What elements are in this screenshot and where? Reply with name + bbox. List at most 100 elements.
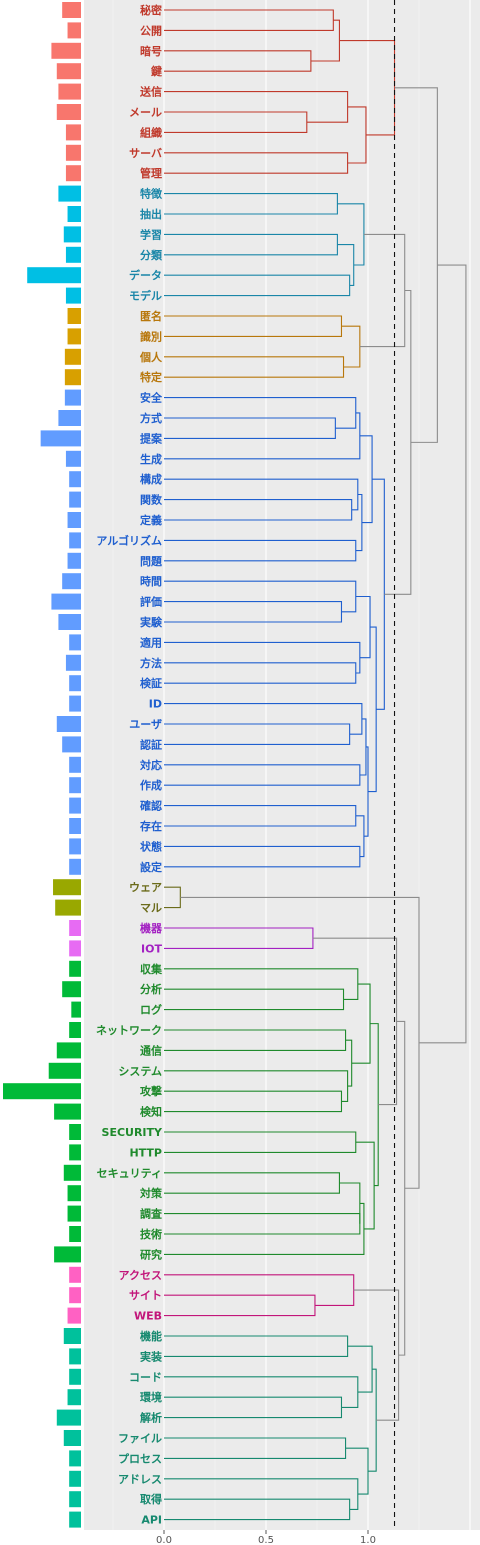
leaf-label: 解析	[140, 1411, 162, 1425]
dendrogram-links	[164, 9, 467, 1521]
leaf-label: ウェア	[129, 881, 162, 894]
frequency-bar	[67, 1205, 81, 1222]
leaf-labels: 秘密公開暗号鍵送信メール組織サーバ管理特徴抽出学習分類データモデル匿名識別個人特…	[96, 3, 163, 1527]
frequency-bar	[69, 940, 81, 957]
leaf-label: 特徴	[140, 187, 163, 201]
leaf-label: 管理	[140, 166, 162, 180]
leaf-label: モデル	[129, 289, 162, 303]
leaf-label: コード	[129, 1371, 162, 1384]
leaf-label: IOT	[141, 942, 162, 955]
frequency-bar	[69, 960, 81, 977]
leaf-label: 環境	[140, 1390, 162, 1404]
leaf-label: 状態	[140, 839, 162, 853]
frequency-bar	[69, 1348, 81, 1365]
frequency-bar	[69, 777, 81, 794]
frequency-bar	[69, 818, 81, 834]
leaf-label: 提案	[140, 431, 163, 445]
frequency-bar	[65, 654, 81, 671]
leaf-label: 確認	[140, 799, 162, 813]
frequency-bar	[69, 634, 81, 651]
leaf-label: 匿名	[140, 309, 162, 323]
leaf-label: 対策	[139, 1186, 163, 1200]
frequency-bar	[56, 104, 81, 120]
leaf-label: WEB	[134, 1310, 162, 1323]
leaf-label: 存在	[140, 819, 162, 833]
frequency-bar	[69, 1266, 81, 1283]
leaf-label: 生成	[140, 452, 162, 466]
leaf-label: ログ	[140, 1003, 162, 1017]
leaf-label: 設定	[140, 860, 162, 874]
leaf-label: 分析	[140, 982, 162, 996]
frequency-bar	[67, 512, 81, 528]
frequency-bar	[48, 1062, 81, 1079]
leaf-label: 実験	[140, 615, 163, 629]
frequency-bar	[27, 267, 82, 284]
leaf-label: 関数	[140, 493, 163, 507]
frequency-bar	[63, 1164, 81, 1181]
frequency-bar	[69, 1144, 81, 1161]
x-tick-label: 1.0	[360, 1535, 376, 1545]
frequency-bar	[63, 226, 81, 243]
frequency-bar	[69, 1022, 81, 1038]
leaf-label: API	[141, 1514, 162, 1527]
frequency-bar	[51, 42, 81, 59]
frequency-bar	[67, 1307, 81, 1324]
frequency-bar	[64, 389, 81, 406]
frequency-bar	[58, 614, 81, 630]
leaf-label: アドレス	[118, 1473, 162, 1486]
frequency-bar	[69, 1470, 81, 1487]
leaf-label: 抽出	[140, 207, 162, 221]
frequency-bar	[65, 287, 81, 304]
leaf-label: 検証	[140, 676, 162, 690]
leaf-label: 識別	[140, 329, 162, 343]
x-tick-label: 0.0	[156, 1535, 172, 1545]
leaf-label: 機器	[140, 921, 163, 935]
frequency-bar	[53, 879, 81, 896]
frequency-bar	[58, 83, 81, 100]
frequency-bar	[62, 2, 81, 18]
frequency-bar	[58, 410, 81, 426]
leaf-label: 学習	[140, 227, 162, 241]
leaf-label: 安全	[140, 391, 163, 405]
frequency-bar	[67, 308, 81, 324]
frequency-bar	[69, 1287, 81, 1304]
frequency-bar	[56, 63, 81, 80]
leaf-label: 個人	[139, 350, 163, 364]
leaf-label: 送信	[139, 85, 162, 99]
leaf-label: 技術	[140, 1227, 162, 1241]
frequency-bar	[67, 328, 81, 345]
leaf-label: サイト	[129, 1289, 162, 1302]
frequency-bar	[67, 1389, 81, 1406]
leaf-label: 攻撃	[140, 1084, 162, 1098]
leaf-label: 収集	[140, 962, 163, 976]
frequency-bar	[71, 1001, 81, 1018]
x-axis-ticks: 0.0 0.5 1.0	[156, 1530, 376, 1545]
frequency-bar	[63, 1430, 81, 1446]
frequency-bar	[69, 1491, 81, 1508]
leaf-label: 取得	[140, 1492, 162, 1506]
x-tick-label: 0.5	[258, 1535, 274, 1545]
leaf-label: 方式	[140, 411, 162, 425]
frequency-bar	[69, 920, 81, 936]
frequency-bars	[3, 2, 82, 1528]
frequency-bar	[62, 981, 81, 998]
leaf-label: 作成	[140, 778, 162, 792]
leaf-label: 定義	[140, 513, 162, 527]
leaf-label: データ	[129, 268, 162, 282]
frequency-bar	[54, 1103, 81, 1120]
frequency-bar	[54, 1246, 81, 1263]
leaf-label: 時間	[140, 574, 162, 588]
frequency-bar	[67, 552, 81, 569]
frequency-bar	[65, 165, 81, 182]
leaf-label: 秘密	[140, 3, 162, 17]
dendrogram-link	[419, 264, 467, 1044]
leaf-label: SECURITY	[102, 1126, 164, 1139]
leaf-label: 評価	[140, 595, 162, 609]
leaf-label: サーバ	[129, 147, 162, 160]
frequency-bar	[69, 1450, 81, 1467]
frequency-bar	[62, 736, 81, 753]
leaf-label: 公開	[140, 24, 162, 37]
frequency-bar	[69, 1226, 81, 1242]
frequency-bar	[67, 1185, 81, 1202]
leaf-label: 通信	[140, 1043, 162, 1057]
